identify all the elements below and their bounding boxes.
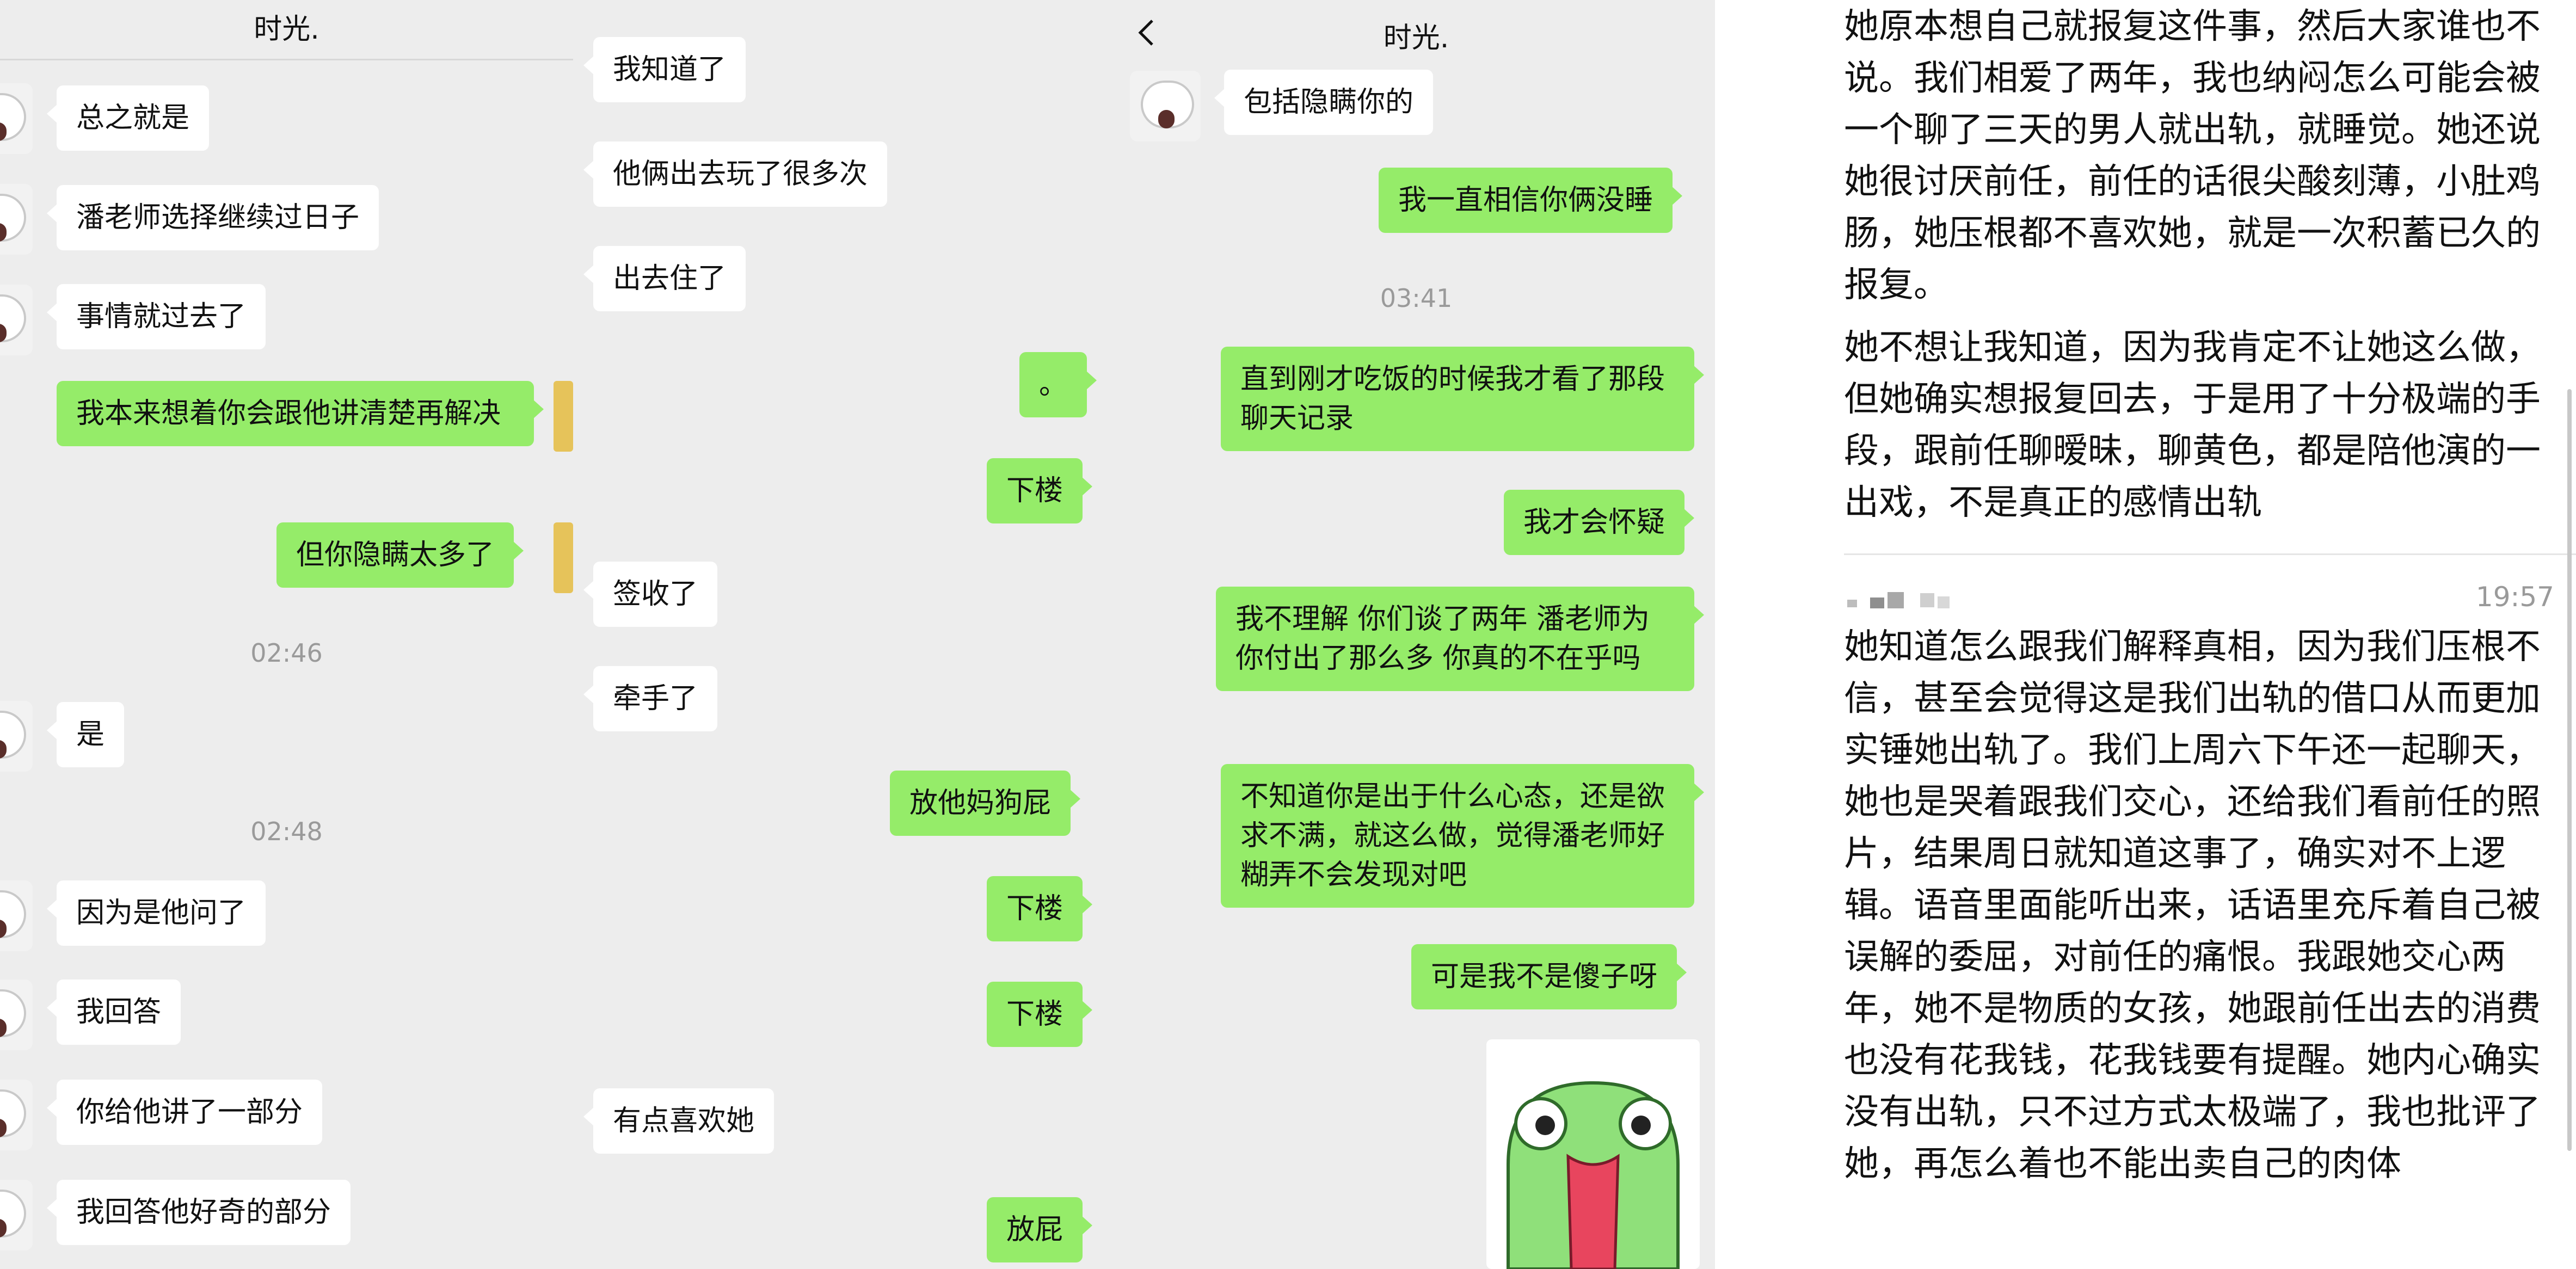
message-bubble[interactable]: 签收了: [583, 562, 718, 627]
message-bubble[interactable]: 我回答: [46, 980, 181, 1045]
note-paragraph: 她不想让我知道，因为我肯定不让她这么做，但她确实想报复回去，于是用了十分极端的手…: [1844, 328, 2541, 523]
avatar[interactable]: [0, 285, 33, 355]
message-bubble[interactable]: 放屁: [987, 1197, 1093, 1262]
message-bubble[interactable]: 不知道你是出于什么心态，还是欲求不满，就这么做，觉得潘老师好糊弄不会发现对吧: [1221, 764, 1704, 908]
avatar[interactable]: [0, 980, 33, 1050]
message-bubble[interactable]: 我才会怀疑: [1504, 490, 1695, 555]
blurred-username: [1847, 592, 1950, 608]
avatar[interactable]: [0, 1180, 33, 1250]
header-divider: [0, 59, 573, 60]
scrollbar[interactable]: [2567, 389, 2572, 1151]
message-bubble[interactable]: 出去住了: [583, 246, 746, 311]
note-divider: [1844, 553, 2576, 555]
timestamp: 02:48: [250, 817, 323, 846]
note-panel: 她原本想自己就报复这件事，然后大家谁也不说。我们相爱了两年，我也纳闷怎么可能会被…: [1715, 0, 2576, 1269]
frog-icon: [1507, 1081, 1680, 1269]
my-avatar-thumbnail[interactable]: [554, 381, 573, 452]
chat-title: 时光.: [254, 13, 319, 46]
message-bubble[interactable]: 事情就过去了: [46, 284, 266, 349]
note-paragraph: 她知道怎么跟我们解释真相，因为我们压根不信，甚至会觉得这是我们出轨的借口从而更加…: [1844, 627, 2541, 1184]
message-bubble[interactable]: 下楼: [987, 876, 1093, 941]
message-bubble[interactable]: 我一直相信你俩没睡: [1379, 168, 1683, 233]
note-paragraph: 她原本想自己就报复这件事，然后大家谁也不说。我们相爱了两年，我也纳闷怎么可能会被…: [1844, 7, 2541, 305]
avatar[interactable]: [1130, 71, 1201, 141]
chat-panel-2: 我知道了 他俩出去玩了很多次 出去住了 。 下楼 签收了 牵手了 放他妈狗屁 下…: [573, 0, 1117, 1269]
message-bubble[interactable]: 总之就是: [46, 85, 210, 151]
message-bubble[interactable]: 我不理解 你们谈了两年 潘老师为你付出了那么多 你真的不在乎吗: [1216, 587, 1704, 691]
message-bubble[interactable]: 我本来想着你会跟他讲清楚再解决: [57, 381, 544, 446]
message-bubble[interactable]: 包括隐瞒你的: [1214, 70, 1434, 135]
message-bubble[interactable]: 。: [1019, 352, 1097, 417]
message-bubble[interactable]: 但你隐瞒太多了: [276, 522, 524, 588]
avatar[interactable]: [0, 701, 33, 772]
avatar[interactable]: [0, 1080, 33, 1150]
timestamp: 02:46: [250, 638, 323, 668]
message-bubble[interactable]: 直到刚才吃饭的时候我才看了那段聊天记录: [1221, 347, 1704, 451]
message-bubble[interactable]: 潘老师选择继续过日子: [46, 185, 379, 250]
message-bubble[interactable]: 有点喜欢她: [583, 1088, 774, 1154]
message-bubble[interactable]: 因为是他问了: [46, 880, 266, 946]
chat-title: 时光.: [1383, 22, 1449, 54]
avatar[interactable]: [0, 83, 33, 154]
message-bubble[interactable]: 他俩出去玩了很多次: [583, 141, 888, 207]
chat-panel-3: 时光. 包括隐瞒你的 我一直相信你俩没睡 03:41 直到刚才吃饭的时候我才看了…: [1117, 0, 1715, 1269]
message-bubble[interactable]: 是: [46, 702, 125, 767]
message-bubble[interactable]: 下楼: [987, 982, 1093, 1047]
message-bubble[interactable]: 下楼: [987, 458, 1093, 523]
timestamp: 03:41: [1380, 284, 1453, 313]
message-bubble[interactable]: 你给他讲了一部分: [46, 1080, 323, 1145]
my-avatar-thumbnail[interactable]: [554, 522, 573, 593]
message-bubble[interactable]: 牵手了: [583, 666, 718, 731]
avatar[interactable]: [0, 880, 33, 951]
message-bubble[interactable]: 放他妈狗屁: [890, 771, 1081, 836]
chat-panel-1: 时光. 总之就是 潘老师选择继续过日子 事情就过去了 我本来想着你会跟他讲清楚再…: [0, 0, 573, 1269]
message-bubble[interactable]: 可是我不是傻子呀: [1411, 944, 1687, 1009]
frog-sticker[interactable]: [1486, 1039, 1700, 1269]
reply-timestamp: 19:57: [2475, 581, 2554, 613]
avatar[interactable]: [0, 184, 33, 255]
message-bubble[interactable]: 我回答他好奇的部分: [46, 1180, 351, 1245]
back-icon[interactable]: [1130, 16, 1163, 49]
message-bubble[interactable]: 我知道了: [583, 37, 746, 102]
